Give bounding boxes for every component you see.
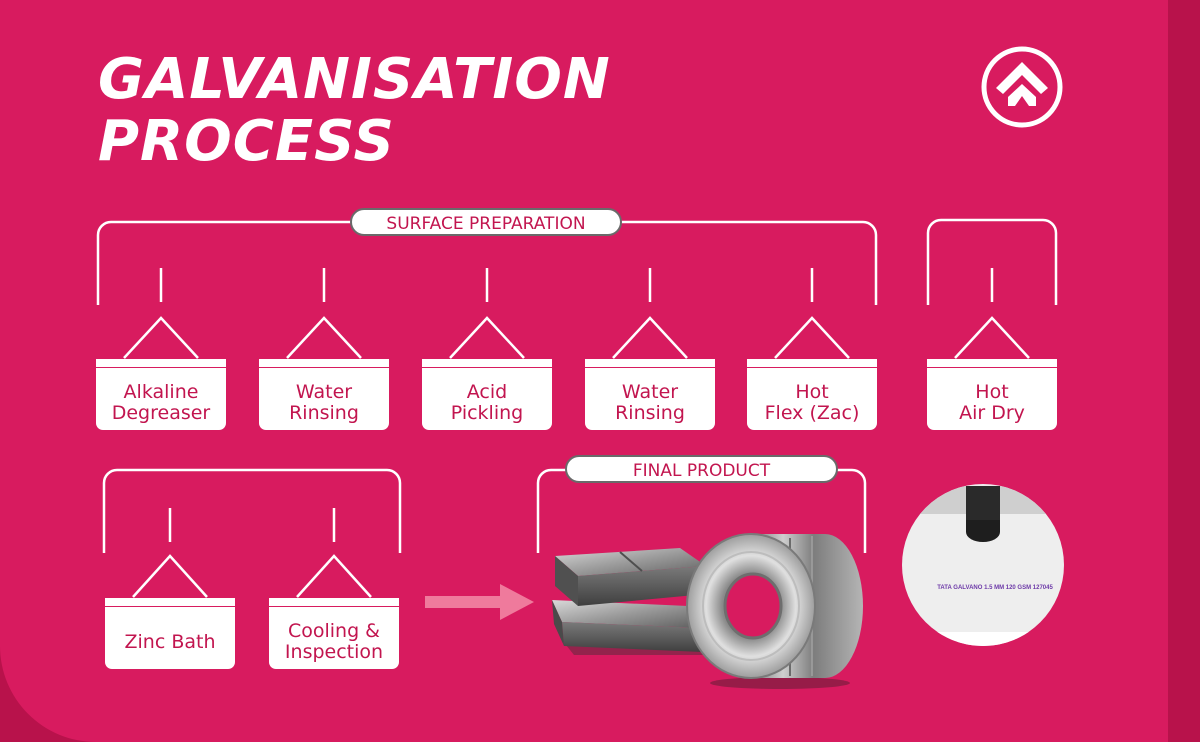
process-flow-arrow-icon xyxy=(425,584,534,620)
steel-sheets-image xyxy=(552,548,712,655)
background-panel xyxy=(0,0,1168,742)
steel-coil-image xyxy=(686,533,863,689)
surface-preparation-bracket xyxy=(96,220,878,305)
step-label-line: Flex (Zac) xyxy=(764,402,860,424)
surface-preparation-label: SURFACE PREPARATION xyxy=(350,208,622,236)
step-label-line: Alkaline xyxy=(123,381,199,403)
step-cooling-inspection: Cooling &Inspection xyxy=(269,607,399,669)
step-label-line: Air Dry xyxy=(959,402,1025,424)
hot-air-dry-bracket xyxy=(926,218,1058,305)
hanger-hot-air-dry xyxy=(927,268,1057,367)
hanger-cooling-inspection xyxy=(269,508,399,606)
step-label-line: Cooling & xyxy=(287,620,380,642)
step-label-line: Water xyxy=(295,381,353,403)
step-label-line: Water xyxy=(621,381,679,403)
step-label-line: Degreaser xyxy=(111,402,211,424)
step-label-line: Acid xyxy=(466,381,508,403)
step-label-line: Rinsing xyxy=(289,402,359,424)
final-product-bracket xyxy=(536,468,867,553)
final-product-label: FINAL PRODUCT xyxy=(565,455,838,483)
house-logo-icon xyxy=(981,46,1063,128)
hanger-water-rinsing-2 xyxy=(585,268,715,367)
page-title-line-1: GALVANISATION xyxy=(98,47,611,112)
step-label-line: Zinc Bath xyxy=(124,630,216,653)
hot-dip-bracket xyxy=(102,468,402,553)
hanger-hot-flex xyxy=(747,268,877,367)
step-zinc-bath: Zinc Bath xyxy=(105,607,235,669)
hanger-water-rinsing-1 xyxy=(259,268,389,367)
hanger-zinc-bath xyxy=(105,508,235,606)
step-label-line: Hot xyxy=(795,381,829,403)
hanger-acid-pickling xyxy=(422,268,552,367)
step-label-line: Hot xyxy=(975,381,1009,403)
hanger-alkaline-degreaser xyxy=(96,268,226,367)
step-label-line: Pickling xyxy=(450,402,524,424)
product-stamp-text: TATA GALVANO 1.5 MM 120 GSM 127045 xyxy=(937,585,1053,591)
step-label-line: Rinsing xyxy=(615,402,685,424)
page-title-line-2: PROCESS xyxy=(98,109,395,174)
step-label-line: Inspection xyxy=(284,641,384,663)
